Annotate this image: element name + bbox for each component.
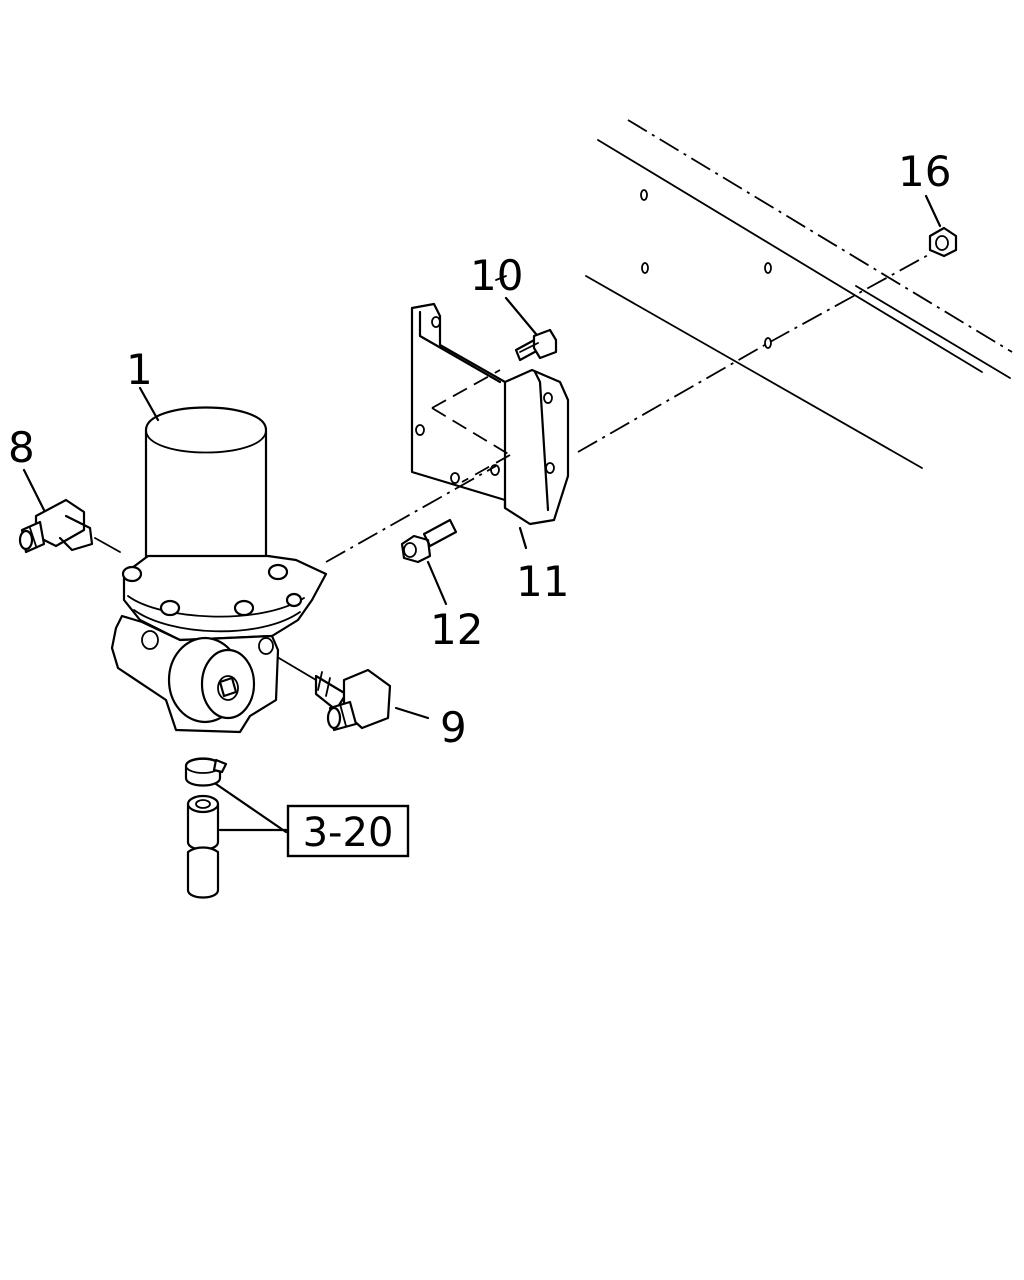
callout-16: 16 xyxy=(898,147,951,196)
mounting-bracket xyxy=(410,302,570,526)
air-dryer xyxy=(110,406,328,734)
leader-lines xyxy=(22,194,942,834)
bolt-12 xyxy=(400,518,458,564)
callout-12: 12 xyxy=(430,605,483,654)
reference-label: 3-20 xyxy=(303,810,394,856)
bolt-10 xyxy=(514,328,558,362)
callout-1: 1 xyxy=(126,345,153,394)
callout-10: 10 xyxy=(470,251,523,300)
reference-box: 3-20 xyxy=(286,804,410,858)
hose xyxy=(186,794,220,899)
callout-9: 9 xyxy=(440,703,467,752)
hose-clamp xyxy=(184,757,228,787)
frame-rail xyxy=(585,119,1013,469)
fitting-8 xyxy=(18,498,94,554)
callout-8: 8 xyxy=(8,423,35,472)
callout-11: 11 xyxy=(516,557,569,606)
fitting-9 xyxy=(314,668,392,732)
nut-16 xyxy=(928,226,958,258)
